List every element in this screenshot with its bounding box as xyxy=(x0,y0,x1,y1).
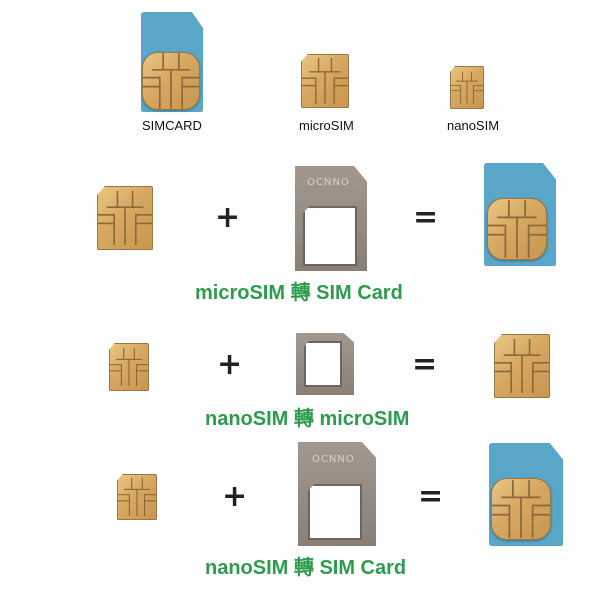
adapter-slot xyxy=(304,341,342,387)
caption-micro-to-sim: microSIM 轉 SIM Card xyxy=(195,282,403,304)
equals-sign: = xyxy=(418,479,444,514)
nanosim-card-icon xyxy=(450,66,484,109)
sim-chip-icon xyxy=(487,198,547,260)
label-nanosim: nanoSIM xyxy=(447,118,500,133)
microsim-card-icon xyxy=(97,186,153,250)
caption-nano-to-sim: nanoSIM 轉 SIM Card xyxy=(205,557,407,579)
nano-to-micro-adapter xyxy=(296,333,354,395)
nanosim-card-icon xyxy=(117,474,157,520)
equals-sign: = xyxy=(413,200,439,235)
nanosim-card-icon xyxy=(109,343,149,391)
adapter-brand-text: OCNNO xyxy=(312,454,355,465)
equals-sign: = xyxy=(412,347,438,382)
adapter-brand-text: OCNNO xyxy=(307,177,350,188)
adapter-slot xyxy=(308,484,362,540)
plus-sign: + xyxy=(222,479,248,514)
microsim-card-icon xyxy=(494,334,550,398)
micro-to-sim-adapter: OCNNO xyxy=(295,166,367,271)
sim-chip-icon xyxy=(491,478,551,540)
plus-sign: + xyxy=(217,347,243,382)
nano-to-sim-adapter: OCNNO xyxy=(298,442,376,546)
label-microsim: microSIM xyxy=(299,118,354,133)
caption-nano-to-micro: nanoSIM 轉 microSIM xyxy=(205,408,410,430)
adapter-slot xyxy=(303,206,357,266)
microsim-card-icon xyxy=(301,54,349,108)
label-simcard: SIMCARD xyxy=(142,118,202,133)
plus-sign: + xyxy=(215,200,241,235)
sim-chip-icon xyxy=(142,52,200,110)
